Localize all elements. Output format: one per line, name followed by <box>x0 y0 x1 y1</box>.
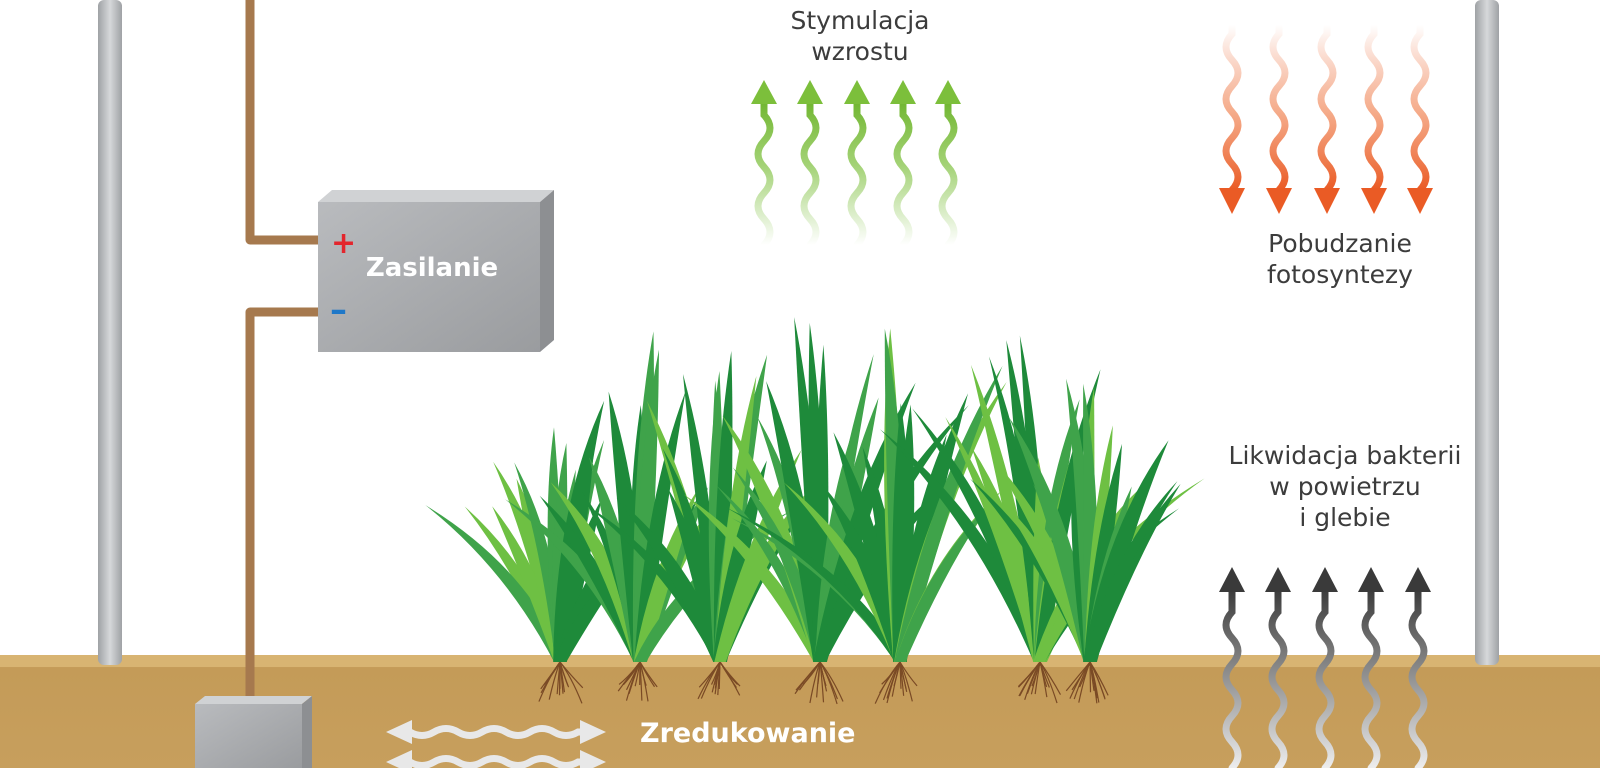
grass-blade <box>713 460 767 662</box>
growth-arrow-shaft <box>754 96 774 249</box>
bacteria-arrow-head <box>1265 567 1291 592</box>
plus-terminal-icon: + <box>331 226 357 261</box>
bacteria-arrow-head <box>1405 567 1431 592</box>
grass-root <box>639 661 647 686</box>
grass-blade <box>725 506 906 662</box>
grass-blade <box>550 482 647 662</box>
grass-blade <box>912 408 1046 662</box>
growth-arrow-shaft <box>893 96 913 249</box>
grass-root <box>639 661 656 688</box>
grass-root <box>634 661 641 687</box>
growth-arrow-head <box>751 80 777 104</box>
grass-root <box>559 661 584 689</box>
grass-blade <box>634 510 793 662</box>
photosynthesis-arrow-shaft <box>1222 21 1242 194</box>
reduction-label: Zredukowanie <box>640 718 856 749</box>
power-supply-box <box>318 190 554 352</box>
grass-blade <box>814 405 969 662</box>
growth-arrow-head <box>935 80 961 104</box>
grass-root <box>719 661 738 686</box>
growth-stimulation-label: Stymulacja wzrostu <box>790 6 930 66</box>
photosynthesis-label: Pobudzanie fotosyntezy <box>1267 229 1413 289</box>
soil-surface <box>0 655 1600 667</box>
bacteria-elimination-label: Likwidacja bakterii w powietrzu i glebie <box>1228 441 1462 532</box>
grass-root <box>1039 661 1048 698</box>
right-pole <box>1475 0 1499 665</box>
bacteria-arrow-shaft <box>1408 584 1428 768</box>
grass-blade <box>894 365 1003 662</box>
grass-root <box>559 661 564 694</box>
photosynthesis-arrow-head <box>1361 188 1387 214</box>
bacteria-arrow-shaft <box>1361 584 1381 768</box>
photosynthesis-arrow-head <box>1266 188 1292 214</box>
ground-electrode-box <box>195 696 312 768</box>
arrows-layer <box>386 21 1433 768</box>
grass-blade <box>783 482 906 662</box>
grass-blade <box>616 498 727 662</box>
grass-blade <box>894 501 992 662</box>
grass-root <box>713 661 721 685</box>
grass-blade <box>814 470 963 662</box>
grass-root <box>881 661 901 685</box>
growth-arrow-shaft <box>847 96 867 249</box>
grass-blade <box>683 494 827 662</box>
bacteria-arrow-head <box>1312 567 1338 592</box>
soil-double-arrow-shaft <box>406 725 586 739</box>
grass-blade <box>1035 478 1205 662</box>
grass-root <box>1039 661 1062 695</box>
photosynthesis-arrow-shaft <box>1410 21 1430 194</box>
grass-clump <box>970 378 1181 704</box>
grass-blade <box>1085 481 1178 662</box>
soil-double-arrow-head-left <box>386 750 412 768</box>
growth-arrow-head <box>844 80 870 104</box>
grass-blade <box>1001 499 1096 662</box>
bacteria-arrow-shaft <box>1222 584 1242 768</box>
photosynthesis-arrow-shaft <box>1364 21 1384 194</box>
grass-root <box>899 661 913 702</box>
growth-arrow-head <box>797 80 823 104</box>
grass-blade <box>970 478 1095 662</box>
grass-root <box>540 661 561 694</box>
grass-blade <box>633 349 659 662</box>
grass-root <box>622 661 641 685</box>
bacteria-arrow-shaft <box>1315 584 1335 768</box>
grass-blade <box>714 471 829 662</box>
grass-blade <box>539 495 647 662</box>
grass-root <box>819 661 838 700</box>
grass-root <box>1024 661 1041 700</box>
soil-double-arrow-head-right <box>580 750 606 768</box>
photosynthesis-arrow-head <box>1407 188 1433 214</box>
bacteria-arrow-head <box>1219 567 1245 592</box>
soil-double-arrow-shaft <box>406 755 586 768</box>
minus-terminal-icon: – <box>330 290 347 330</box>
positive-wire <box>245 0 318 245</box>
left-pole <box>98 0 122 665</box>
grass-root <box>1089 661 1098 699</box>
soil-double-arrow-head-left <box>386 720 412 744</box>
photosynthesis-arrow-head <box>1314 188 1340 214</box>
growth-arrow-shaft <box>800 96 820 249</box>
grass-blade <box>732 467 825 662</box>
grass-root <box>819 661 828 692</box>
grass-root <box>809 661 821 704</box>
grass-root <box>1071 661 1091 691</box>
photosynthesis-arrow-head <box>1219 188 1245 214</box>
grass-layer <box>425 317 1205 705</box>
photosynthesis-arrow-shaft <box>1317 21 1337 194</box>
negative-wire <box>245 307 318 705</box>
grass-root <box>700 661 721 699</box>
grass-root <box>795 661 821 691</box>
growth-arrow-head <box>890 80 916 104</box>
bacteria-arrow-head <box>1358 567 1384 592</box>
grass-clump <box>725 328 1007 704</box>
photosynthesis-arrow-shaft <box>1269 21 1289 194</box>
grass-root <box>1034 661 1041 695</box>
bacteria-arrow-shaft <box>1268 584 1288 768</box>
soil-double-arrow-head-right <box>580 720 606 744</box>
power-supply-label: Zasilanie <box>365 253 499 283</box>
growth-arrow-shaft <box>938 96 958 249</box>
grass-root <box>1089 661 1109 696</box>
